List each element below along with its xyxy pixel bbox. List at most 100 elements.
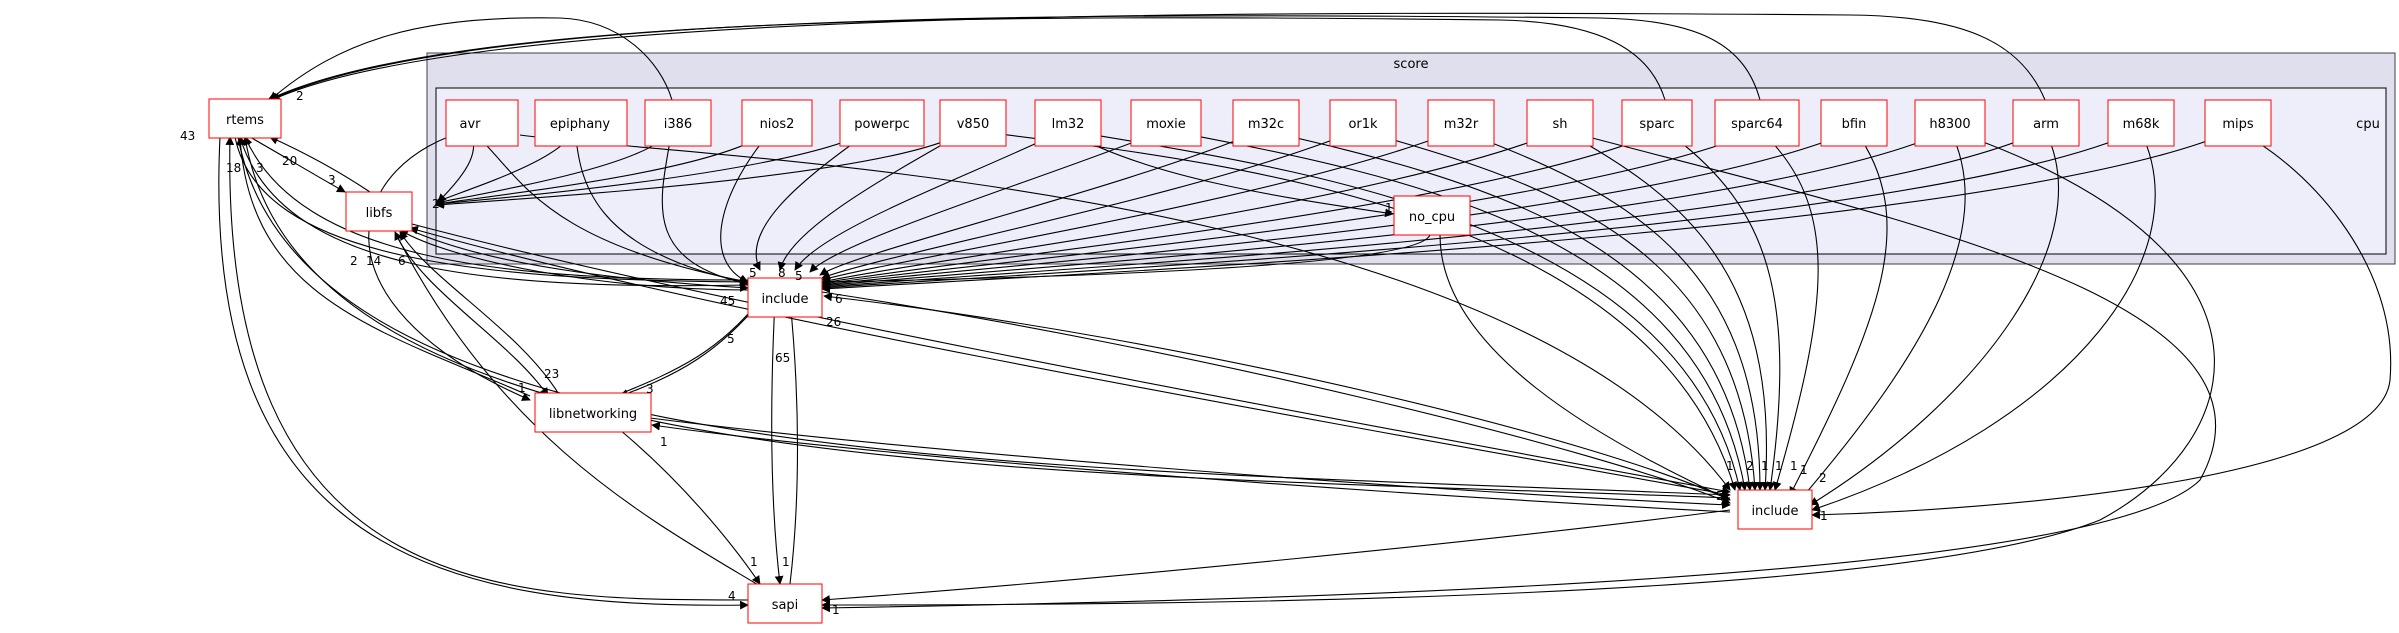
edge-libfs-includeb (411, 223, 1731, 495)
edge-label: 6 (835, 292, 843, 306)
edge-powerpc-libfs (435, 129, 873, 208)
edge-label: 45 (720, 294, 735, 308)
node-sparc64-label: sparc64 (1731, 117, 1783, 132)
node-lm32-label: lm32 (1052, 117, 1085, 132)
edge-label: 4 (728, 589, 736, 603)
node-avr[interactable]: avr (445, 99, 519, 147)
edge-include-libfs (399, 229, 749, 291)
node-rtems[interactable]: rtems (208, 98, 282, 139)
edge-label: 18 (226, 161, 241, 175)
edge-label: 5 (795, 269, 803, 283)
edge-label: 5 (749, 266, 757, 280)
edge-bfin-include-b (1789, 129, 1888, 496)
node-bfin[interactable]: bfin (1820, 99, 1888, 147)
edge-label: 8 (778, 266, 786, 280)
edge-moxie-include-b (1164, 129, 1748, 491)
edge-libnet-include (614, 299, 761, 397)
node-h8300-label: h8300 (1929, 117, 1970, 132)
edge-label: 1 (832, 603, 840, 617)
node-sapi[interactable]: sapi (747, 583, 823, 624)
node-libfs-label: libfs (366, 206, 393, 221)
node-nios2[interactable]: nios2 (741, 99, 813, 147)
edge-h8300-include-b (1799, 129, 1966, 501)
edge-sapi-rtems (225, 136, 749, 601)
edge-sh-include-b (1561, 129, 1770, 491)
node-v850-label: v850 (957, 117, 990, 132)
edge-label: 1 (1385, 201, 1393, 215)
edge-label: 2 (1746, 459, 1754, 473)
node-or1k[interactable]: or1k (1329, 99, 1397, 147)
node-sparc64[interactable]: sparc64 (1714, 99, 1800, 147)
node-sh-label: sh (1552, 117, 1567, 132)
node-no_cpu-label: no_cpu (1409, 210, 1455, 225)
edge-label: 3 (256, 161, 264, 175)
edge-libfs-rtems (269, 136, 371, 193)
node-i386[interactable]: i386 (644, 99, 712, 147)
edge-label: 3 (646, 382, 654, 396)
edge-arm-include (821, 129, 2046, 291)
edge-lm32-include (794, 129, 1066, 271)
node-or1k-label: or1k (1348, 117, 1378, 132)
edge-libnet-includeb (649, 417, 1731, 510)
edge-label: 5 (727, 332, 735, 346)
nodes: avr epiphany i386 nios2 powerpc v850 lm3… (208, 98, 2272, 624)
edge-lm32-no_cpu (1064, 129, 1394, 218)
node-powerpc[interactable]: powerpc (839, 99, 925, 147)
edge-label: 2 (350, 254, 358, 268)
edge-mips-include-b (1811, 129, 2392, 520)
edge-include-rtems (244, 136, 749, 281)
edge-sparc64-include-b (1759, 129, 1819, 491)
node-libfs[interactable]: libfs (345, 191, 413, 232)
node-include-bottom[interactable]: include (1737, 489, 1813, 530)
edge-avr-libnet (368, 129, 531, 401)
edge-libnet-sapi (619, 429, 761, 585)
node-sparc-label: sparc (1639, 117, 1674, 132)
node-h8300[interactable]: h8300 (1914, 99, 1986, 147)
edge-arm-include-b (1809, 129, 2060, 506)
node-include-mid-label: include (761, 292, 808, 307)
node-powerpc-label: powerpc (854, 117, 910, 132)
edge-powerpc-include (752, 129, 873, 271)
node-include-mid[interactable]: include (747, 277, 823, 318)
edge-rtems-includeb (237, 136, 1731, 500)
edge-label: 1 (1775, 459, 1783, 473)
edge-label: 1 (782, 555, 790, 569)
edge-sh-include (821, 129, 1563, 285)
edge-labels: 2 43 18 3 20 3 2 2 14 6 45 5 8 5 6 6 26 … (180, 89, 1828, 617)
node-m32c[interactable]: m32c (1232, 99, 1300, 147)
node-m68k-label: m68k (2123, 117, 2160, 132)
edge-libnet-rtems (236, 136, 531, 397)
node-lm32[interactable]: lm32 (1034, 99, 1102, 147)
node-m32r[interactable]: m32r (1427, 99, 1495, 147)
node-sh[interactable]: sh (1526, 99, 1594, 147)
node-epiphany[interactable]: epiphany (534, 99, 628, 147)
node-m32c-label: m32c (1248, 117, 1284, 132)
node-epiphany-label: epiphany (550, 117, 611, 132)
edge-label: 2 (432, 197, 440, 211)
node-mips[interactable]: mips (2204, 99, 2272, 147)
node-sparc[interactable]: sparc (1621, 99, 1693, 147)
edge-include-sapi (771, 299, 784, 585)
edge-sapi-include (786, 299, 799, 585)
node-sapi-label: sapi (772, 598, 799, 613)
node-libnetworking[interactable]: libnetworking (534, 392, 652, 433)
node-bfin-label: bfin (1842, 117, 1867, 132)
edge-label: 14 (366, 254, 381, 268)
node-arm[interactable]: arm (2012, 99, 2080, 147)
node-no_cpu[interactable]: no_cpu (1393, 195, 1471, 236)
edge-label: 1 (1820, 509, 1828, 523)
edge-include-includeb (821, 291, 1731, 505)
node-avr-label: avr (459, 117, 481, 132)
edge-m32r-include-b (1457, 129, 1765, 491)
node-v850[interactable]: v850 (939, 99, 1007, 147)
edge-label: 2 (296, 89, 304, 103)
node-moxie[interactable]: moxie (1130, 99, 1202, 147)
edge-includeb-rtems (241, 136, 1731, 499)
edge-label: 1 (518, 381, 526, 395)
node-libnetworking-label: libnetworking (549, 407, 637, 422)
edge-h8300-sapi (821, 129, 2215, 610)
edge-m32c-include (819, 129, 1263, 276)
edge-v850-include (777, 129, 969, 271)
edge-v850-libfs (435, 129, 969, 209)
node-m68k[interactable]: m68k (2107, 99, 2175, 147)
